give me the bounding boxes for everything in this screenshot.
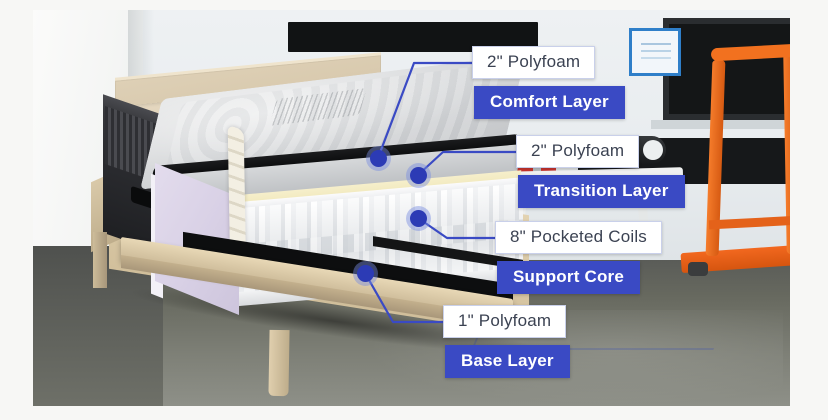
window bbox=[663, 18, 790, 120]
bed-leg-left bbox=[93, 232, 107, 288]
mattress-photo bbox=[33, 10, 790, 406]
floor-sheen bbox=[363, 310, 783, 406]
orange-dolly-wheel bbox=[688, 262, 708, 276]
small-post bbox=[533, 150, 541, 172]
dark-monitor bbox=[288, 22, 538, 52]
bed-leg-front bbox=[268, 329, 290, 397]
blue-framed-poster bbox=[629, 28, 681, 76]
